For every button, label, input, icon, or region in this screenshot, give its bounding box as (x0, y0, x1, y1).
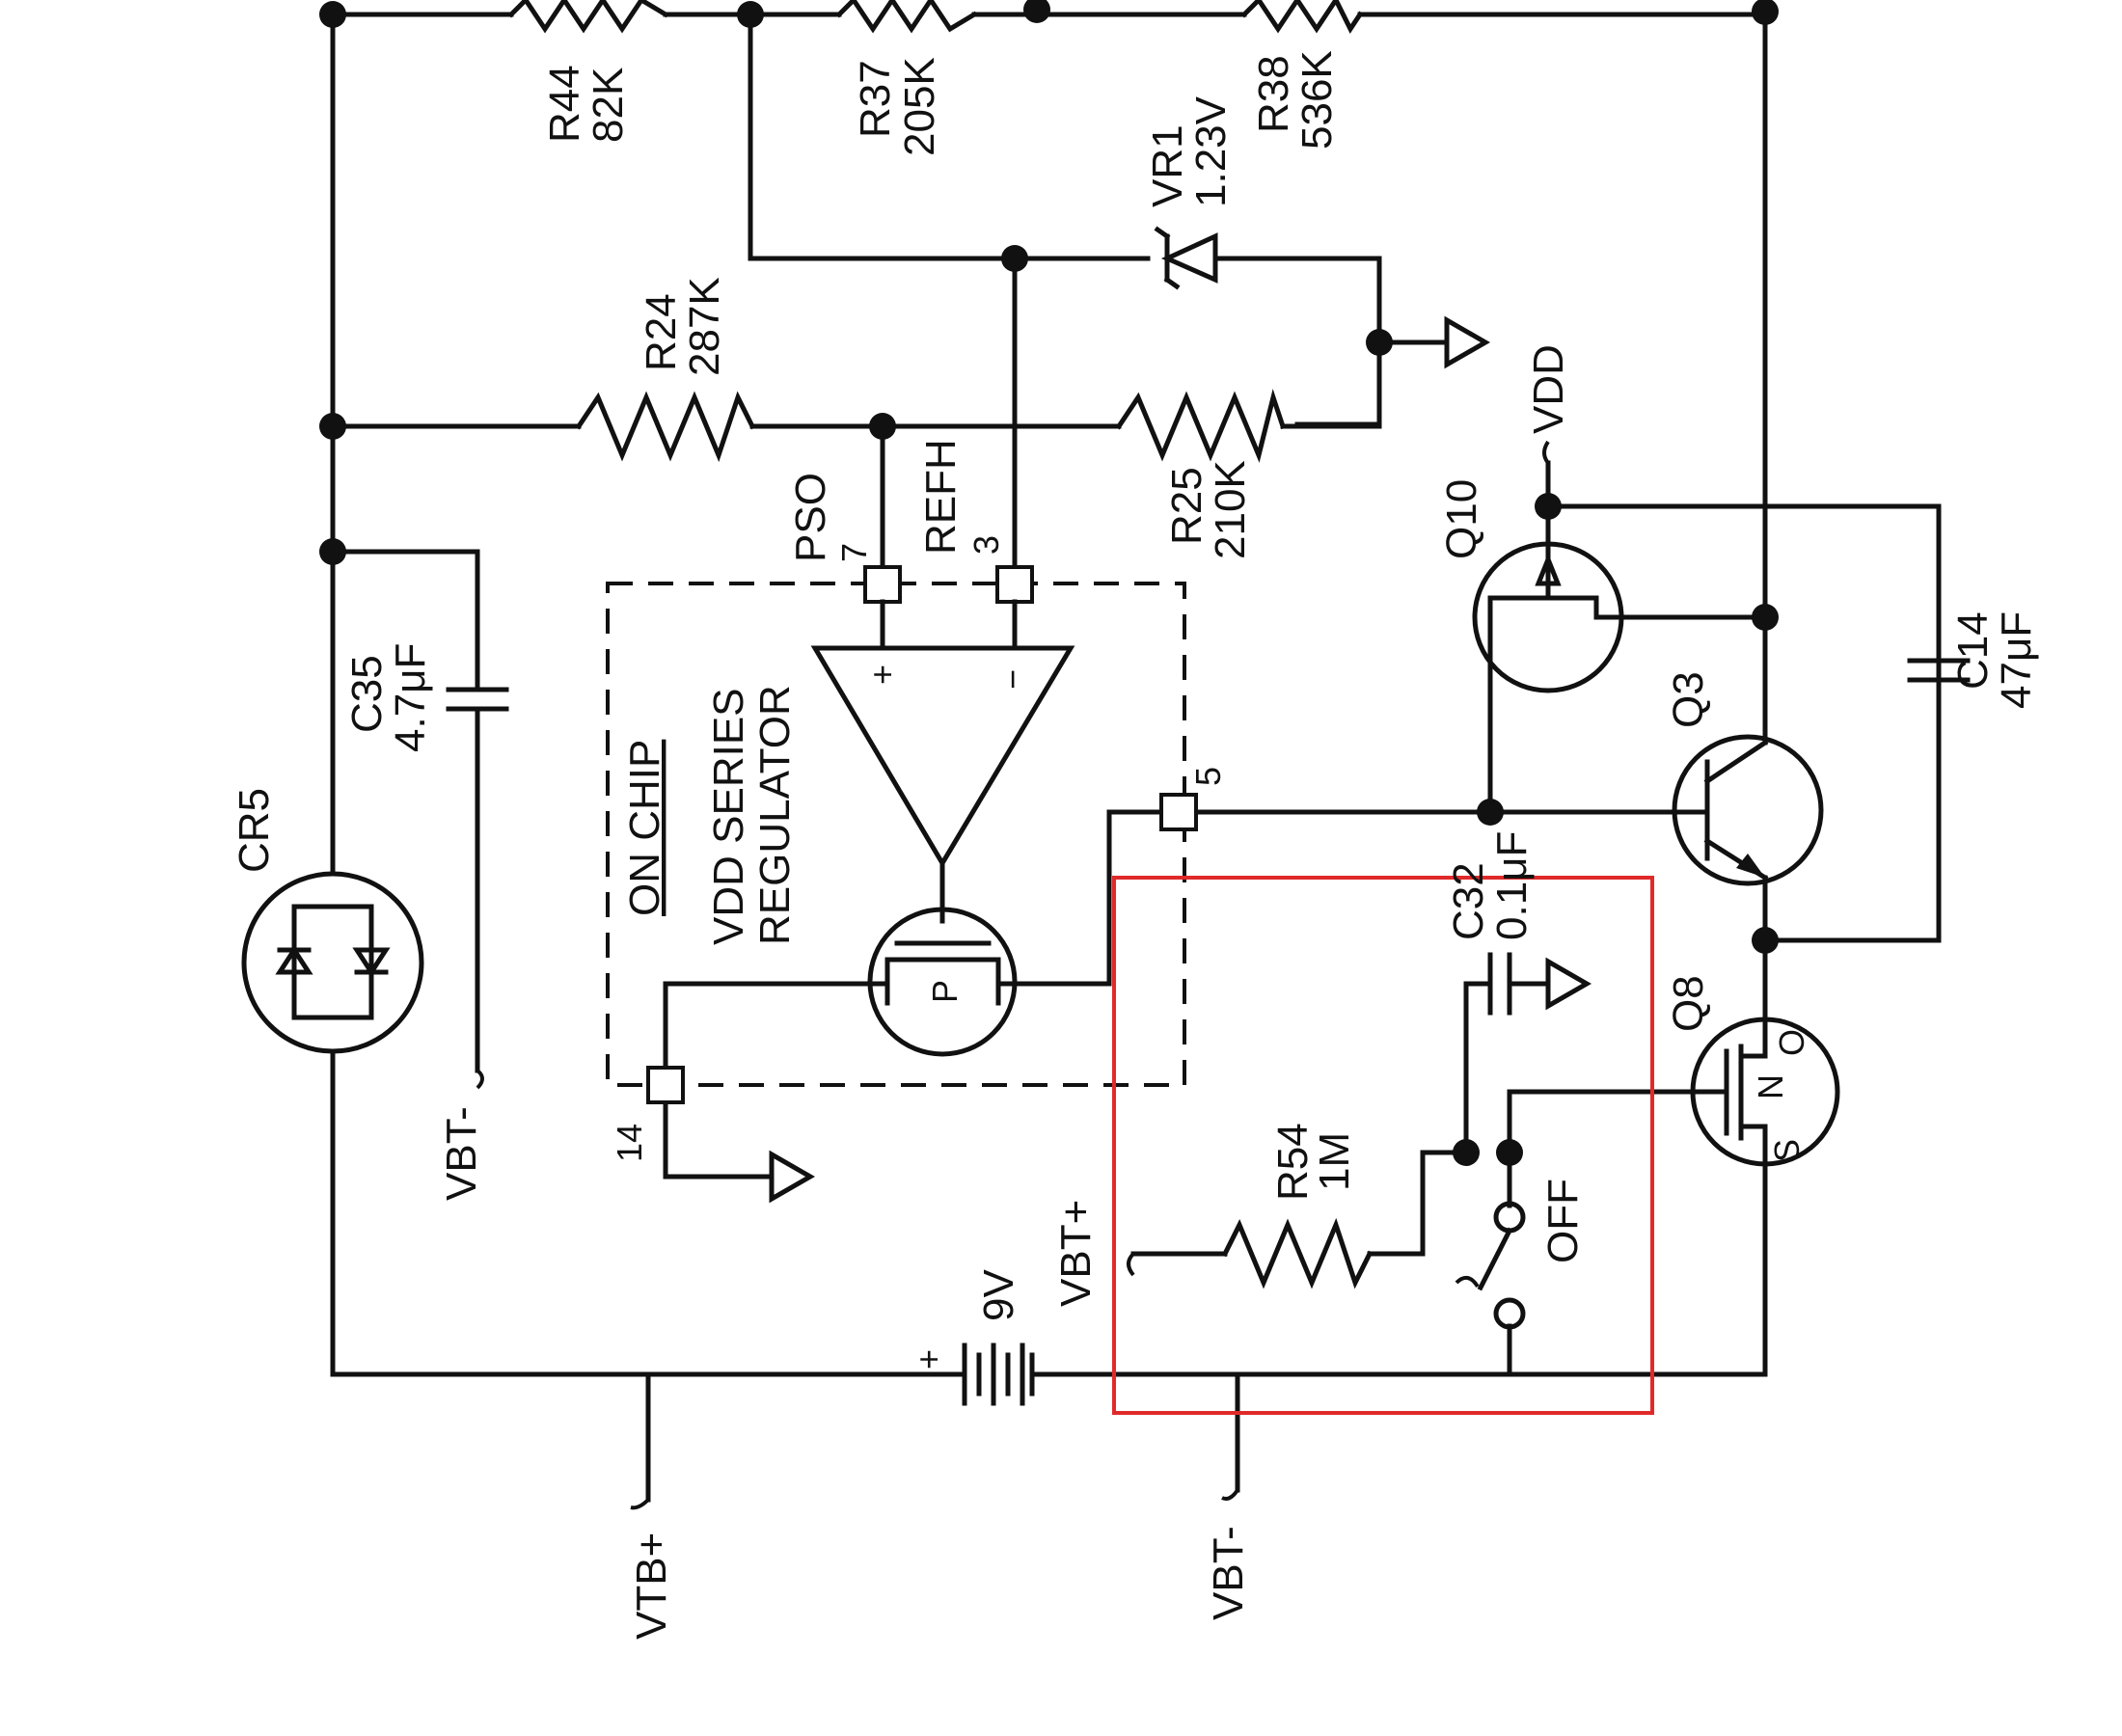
chip-pins (646, 565, 1198, 1104)
r24-ref: R24 (638, 293, 685, 371)
capacitor-c32 (1487, 952, 1551, 1016)
switch-off-label: OFF (1539, 1179, 1587, 1263)
pin-refh-label: REFH (917, 439, 965, 555)
highlight-box (1112, 876, 1654, 1415)
vbt-minus-bottom-terminal (1221, 1488, 1239, 1501)
opamp-minus-label: − (993, 669, 1032, 690)
opamp-plus-label: + (862, 665, 902, 685)
r24-value: 287K (681, 277, 728, 376)
vbt-minus-bottom-label: VBT- (1205, 1526, 1252, 1620)
vdd-terminal (1542, 440, 1550, 465)
capacitor-c14 (1907, 503, 1971, 943)
r37-value: 205K (896, 57, 943, 156)
ground-symbol-pin14 (769, 1150, 816, 1204)
r44-ref: R44 (541, 65, 588, 143)
resistor-r38 (1240, 0, 1364, 34)
vr1-ref: VR1 (1144, 124, 1191, 207)
ground-symbol-vr1 (1444, 315, 1491, 369)
labels: R44 82K R37 205K R38 536K VR1 1.23V R24 … (231, 50, 2040, 1640)
vbt-minus-left-label: VBT- (438, 1106, 485, 1201)
r37-ref: R37 (852, 60, 899, 138)
q8-pin-o: O (1772, 1029, 1811, 1056)
battery-plus: + (909, 1349, 948, 1370)
c14-ref: C14 (1949, 611, 1997, 690)
resistor-r37 (835, 0, 978, 34)
q8-ref: Q8 (1665, 975, 1712, 1032)
q8-pin-n: N (1751, 1074, 1790, 1099)
junction-dots (319, 0, 1779, 1166)
r25-value: 210K (1207, 460, 1254, 559)
c35-ref: C35 (343, 655, 391, 733)
vbt-plus-terminal (1127, 1252, 1135, 1277)
chip-name-line1: VDD SERIES (705, 688, 752, 945)
resistor-r44 (507, 0, 669, 34)
ground-symbol-c32 (1545, 957, 1592, 1011)
resistor-r24 (575, 391, 756, 463)
r25-ref: R25 (1163, 467, 1211, 545)
q8-pin-s: S (1767, 1139, 1807, 1162)
chip-name-line2: REGULATOR (751, 685, 799, 945)
capacitor-c35 (446, 687, 509, 712)
opamp (810, 599, 1075, 868)
r54-value: 1M (1311, 1132, 1358, 1191)
vdd-label: VDD (1525, 344, 1572, 434)
vbt-plus-label: VBT+ (1052, 1200, 1100, 1307)
cr5-ref: CR5 (231, 788, 278, 873)
pin-5-label: 5 (1188, 767, 1228, 786)
vtb-plus-terminal (630, 1498, 650, 1510)
battery-9v (962, 1343, 1035, 1406)
transistor-q8 (1675, 1010, 1840, 1167)
pin-pso-label: PSO (787, 473, 834, 562)
battery-value: 9V (975, 1269, 1022, 1321)
r44-value: 82K (585, 68, 632, 143)
diode-bridge-cr5 (241, 871, 424, 1054)
pin-3-label: 3 (966, 535, 1006, 555)
pin-7-label: 7 (834, 543, 874, 562)
r54-ref: R54 (1269, 1123, 1317, 1201)
vr1-value: 1.23V (1187, 95, 1235, 207)
zener-vr1 (1154, 226, 1218, 290)
pmos-label: P (925, 980, 965, 1003)
c32-value: 0.1μF (1488, 831, 1536, 940)
q3-ref: Q3 (1665, 671, 1712, 728)
vtb-plus-label: VTB+ (628, 1533, 675, 1640)
vbt-minus-left-terminal (476, 1069, 484, 1090)
transistor-q10 (1472, 503, 1624, 693)
r38-ref: R38 (1250, 55, 1297, 133)
chip-title: ON CHIP (621, 740, 668, 916)
r38-value: 536K (1293, 50, 1341, 149)
c32-ref: C32 (1445, 862, 1492, 940)
q10-ref: Q10 (1438, 479, 1485, 559)
off-switch (1455, 1201, 1526, 1330)
pmos-transistor (867, 907, 1018, 1057)
pin-14-label: 14 (610, 1124, 649, 1162)
c35-value: 4.7μF (387, 643, 434, 752)
c14-value: 47μF (1993, 611, 2040, 709)
resistor-r25 (1115, 389, 1287, 463)
transistor-q3 (1672, 734, 1824, 886)
on-chip-boundary (606, 582, 1186, 1087)
resistor-r54 (1221, 1217, 1374, 1289)
